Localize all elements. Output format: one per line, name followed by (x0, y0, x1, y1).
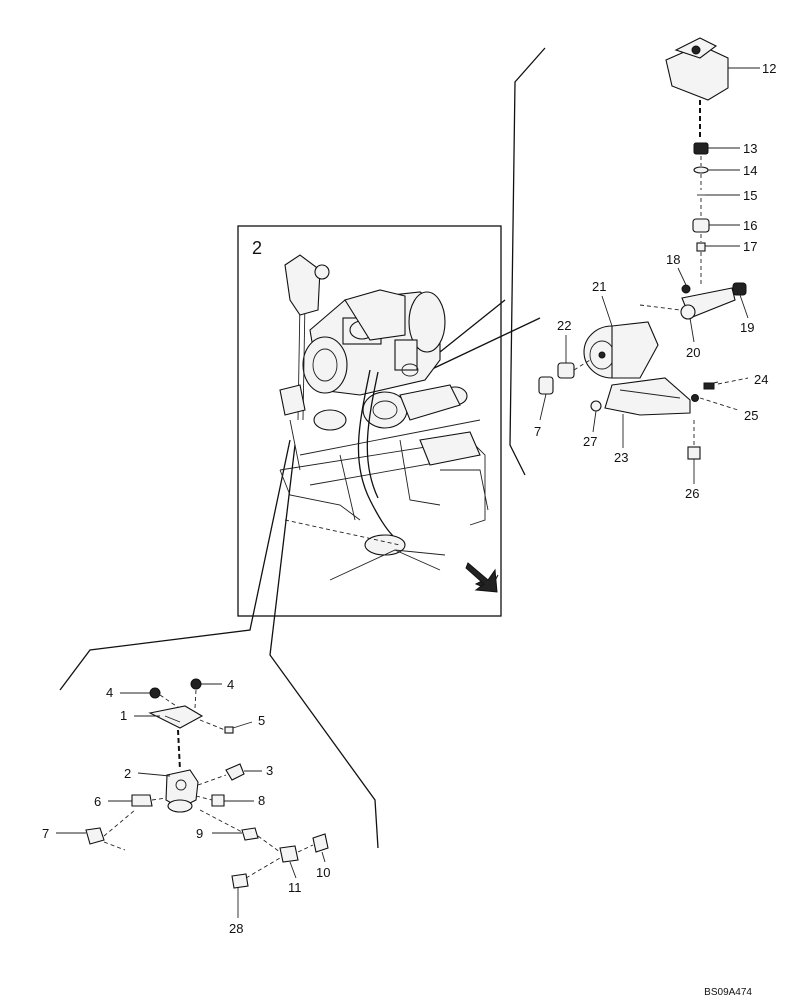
callout-22: 22 (557, 318, 571, 333)
callout-leaders (56, 67, 760, 918)
drawing-reference: BS09A474 (704, 987, 752, 998)
callout-numbers: 1 2 3 4 4 5 6 7 7 8 9 10 11 12 13 14 15 … (42, 61, 776, 936)
upper-right-parts (538, 37, 749, 460)
callout-5: 5 (258, 713, 265, 728)
callout-19: 19 (740, 320, 754, 335)
callout-20: 20 (686, 345, 700, 360)
callout-13: 13 (743, 141, 757, 156)
callout-11: 11 (288, 880, 302, 895)
callout-23: 23 (614, 450, 628, 465)
callout-10: 10 (316, 865, 330, 880)
callout-4b: 4 (227, 677, 234, 692)
callout-8: 8 (258, 793, 265, 808)
inset-frame: 2 (237, 225, 502, 617)
lower-left-parts (85, 678, 329, 889)
callout-9: 9 (196, 826, 203, 841)
view-connector-lines (59, 47, 546, 849)
callout-7-upper: 7 (534, 424, 541, 439)
callout-17: 17 (743, 239, 757, 254)
callout-28: 28 (229, 921, 243, 936)
callout-16: 16 (743, 218, 757, 233)
callout-12: 12 (762, 61, 776, 76)
callout-2: 2 (124, 766, 131, 781)
callout-6: 6 (94, 794, 101, 809)
callout-1: 1 (120, 708, 127, 723)
callout-7-lower: 7 (42, 826, 49, 841)
callout-27: 27 (583, 434, 597, 449)
callout-15: 15 (743, 188, 757, 203)
callout-14: 14 (743, 163, 757, 178)
machine-assembly (279, 254, 499, 593)
callout-26: 26 (685, 486, 699, 501)
callout-21: 21 (592, 279, 606, 294)
callout-18: 18 (666, 252, 680, 267)
inset-label: 2 (252, 238, 262, 258)
callout-4a: 4 (106, 685, 113, 700)
callout-24: 24 (754, 372, 768, 387)
callout-25: 25 (744, 408, 758, 423)
callout-3: 3 (266, 763, 273, 778)
